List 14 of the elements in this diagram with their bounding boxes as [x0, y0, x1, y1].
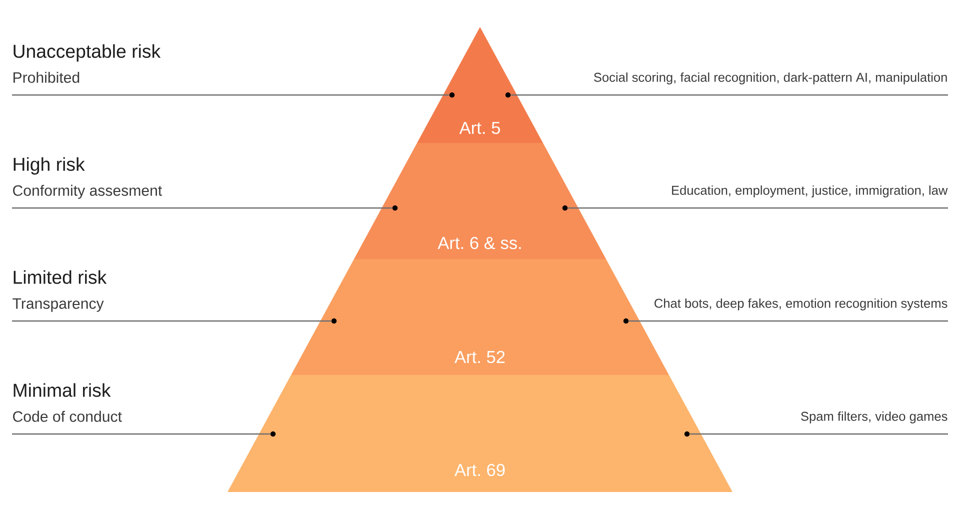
risk-heading: Limited risk	[14, 270, 107, 284]
examples-text: Education, employment, justice, immigration, law	[672, 185, 948, 198]
risk-subheading: Conformity assesment	[13, 184, 162, 199]
examples-text: Social scoring, facial recognition, dark-pattern AI, manipulation	[594, 72, 947, 84]
risk-heading: Minimal risk	[14, 383, 111, 397]
risk-heading: Unacceptable risk	[14, 44, 161, 62]
examples-text: Spam filters, video games	[801, 411, 948, 424]
risk-subheading: Prohibited	[14, 72, 80, 83]
risk-subheading: Code of conduct	[13, 410, 122, 422]
pyramid-band: Art. 5	[417, 27, 543, 143]
pyramid-band: Art. 6 & ss.	[354, 143, 606, 259]
risk-subheading: Transparency	[12, 298, 104, 312]
pyramid-band: Art. 69	[228, 375, 732, 492]
risk-heading: High risk	[14, 157, 85, 175]
